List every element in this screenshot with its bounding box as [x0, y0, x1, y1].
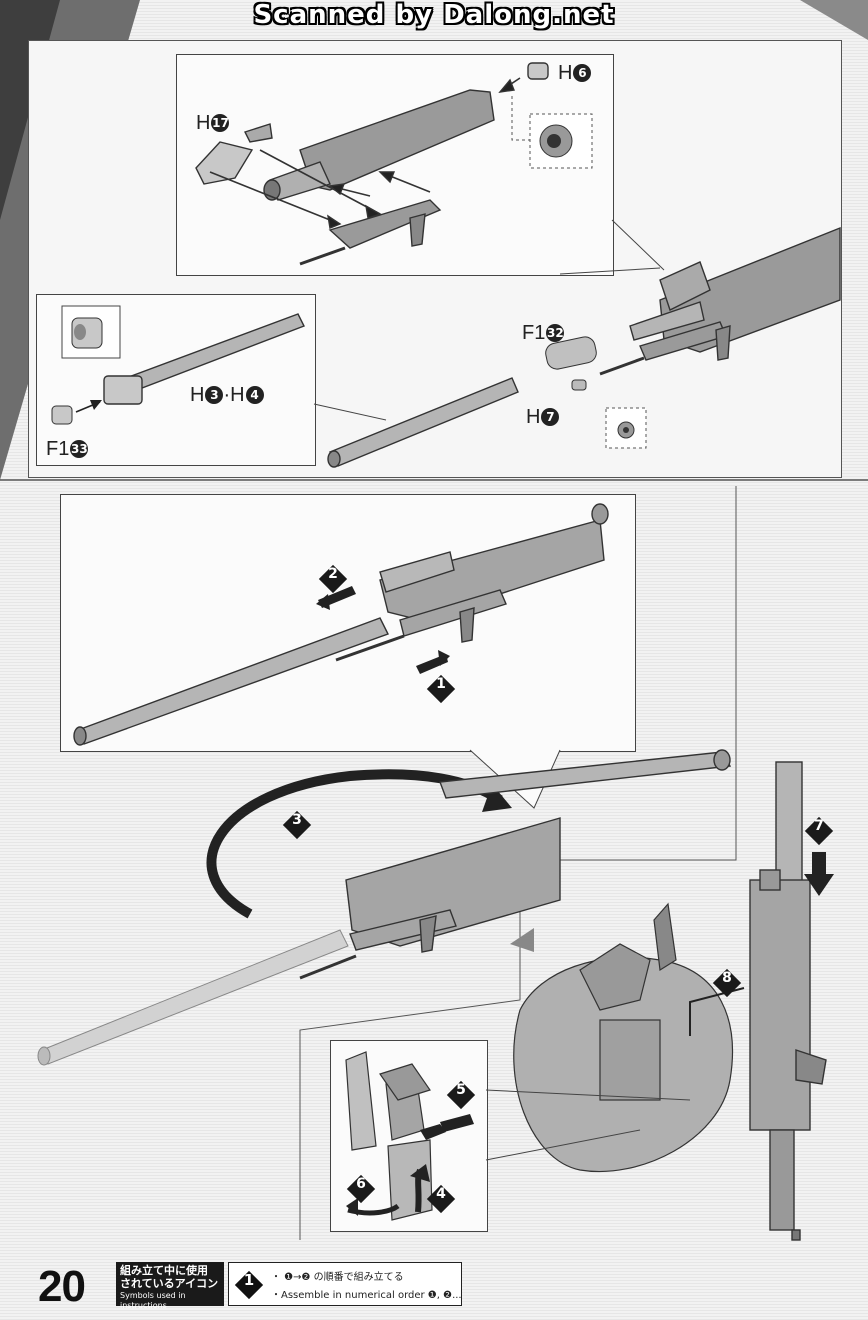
- legend-title-jp-1: 組み立て中に使用: [120, 1264, 208, 1277]
- step-marker-1: 1: [426, 674, 456, 704]
- step-5-label: 5: [456, 1082, 466, 1098]
- label-h17-prefix: H: [196, 112, 211, 134]
- label-h3-num: 3: [205, 386, 224, 404]
- robot-figure: [513, 902, 734, 1173]
- step-8-label: 8: [722, 970, 732, 986]
- assembled-rifle-top: [599, 226, 841, 376]
- step-marker-4: 4: [426, 1184, 456, 1214]
- h6-cap: [527, 62, 549, 80]
- direction-triangle: [510, 928, 534, 952]
- arrow-step-7: [804, 852, 834, 896]
- rifle-step-3: [299, 749, 732, 980]
- legend-step-icon: 1: [234, 1270, 264, 1300]
- grip-assembly-part: [328, 199, 442, 249]
- h17-part: [195, 141, 254, 185]
- legend-line-en: ・Assemble in numerical order ❶, ❷...: [271, 1290, 462, 1301]
- label-f133-prefix: F1: [46, 438, 70, 460]
- step-marker-5: 5: [446, 1080, 476, 1110]
- step-3-label: 3: [292, 812, 302, 828]
- step-1-label: 1: [436, 676, 446, 692]
- legend-title-en: Symbols used in instructions: [120, 1291, 186, 1310]
- label-f132-prefix: F1: [522, 322, 546, 344]
- legend-title-jp-2: されているアイコン: [120, 1277, 219, 1290]
- ghost-barrel: [41, 929, 349, 1065]
- h7-part: [571, 379, 587, 391]
- label-h17-num: 17: [211, 114, 230, 132]
- barrel-bottom: [327, 377, 519, 468]
- label-h6-prefix: H: [558, 62, 573, 84]
- step-6-label: 6: [356, 1176, 366, 1192]
- step-marker-7: 7: [804, 816, 834, 846]
- label-h3-prefix: H: [190, 384, 205, 406]
- step-2-label: 2: [328, 566, 338, 582]
- f132-part: [545, 336, 597, 370]
- label-f132-num: 32: [546, 324, 565, 342]
- step-marker-3: 3: [282, 810, 312, 840]
- label-h4-prefix: H: [230, 384, 245, 406]
- rifle-step-2: [73, 503, 609, 746]
- label-h6-num: 6: [573, 64, 592, 82]
- page-number: 20: [38, 1262, 86, 1311]
- legend-title: 組み立て中に使用 されているアイコン Symbols used in instr…: [116, 1262, 224, 1310]
- legend-description: 1 ・ ❶→❷ の順番で組み立てる ・Assemble in numerical…: [228, 1262, 462, 1306]
- legend-icon-label: 1: [243, 1271, 255, 1289]
- step-marker-2: 2: [318, 564, 348, 594]
- label-h3h4-sep: ·: [223, 384, 231, 406]
- barrel-in-box: [103, 313, 305, 405]
- label-f133-num: 33: [70, 440, 89, 458]
- step-marker-6: 6: [346, 1174, 376, 1204]
- arrow-step-5a: [420, 1124, 446, 1140]
- step-marker-8: 8: [712, 968, 742, 998]
- scan-watermark: Scanned by Dalong.net: [253, 0, 615, 30]
- label-h4-num: 4: [245, 386, 264, 404]
- legend-line-jp: ・ ❶→❷ の順番で組み立てる: [271, 1272, 404, 1283]
- step-4-label: 4: [436, 1186, 446, 1202]
- rifle-on-back: [749, 761, 827, 1241]
- label-h7-prefix: H: [526, 406, 541, 428]
- label-h7-num: 7: [541, 408, 560, 426]
- step-7-label: 7: [814, 818, 824, 834]
- f133-part: [51, 405, 73, 425]
